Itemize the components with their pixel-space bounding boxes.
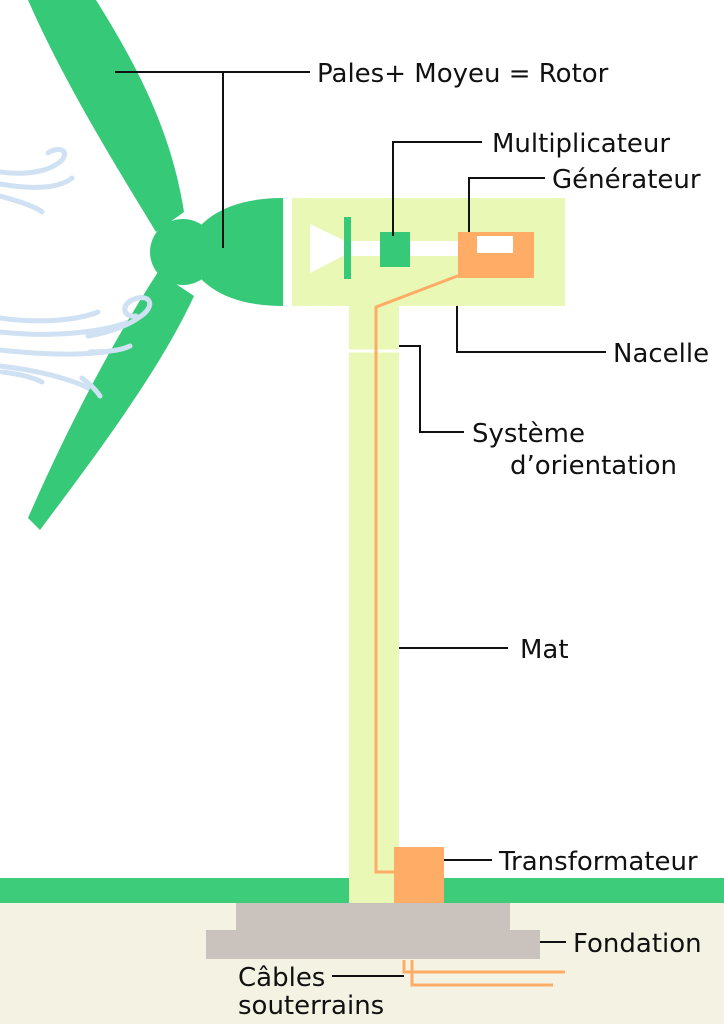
rotor-hub	[184, 198, 283, 306]
label-rotor: Pales+ Moyeu = Rotor	[317, 59, 609, 89]
foundation-lower	[206, 930, 540, 959]
transformer	[394, 847, 444, 903]
power-cable	[374, 273, 461, 874]
label-generator: Générateur	[552, 165, 701, 195]
underground-cable-1	[402, 960, 565, 974]
rotor-blade-upper	[28, 0, 184, 232]
label-nacelle: Nacelle	[613, 339, 709, 369]
mast	[349, 304, 399, 903]
gearbox	[380, 232, 410, 267]
label-yaw-system-line1: Système	[472, 419, 585, 449]
label-multiplier: Multiplicateur	[492, 129, 670, 159]
rotor-blade-lower	[28, 272, 194, 530]
underground-cable-2	[410, 960, 553, 987]
label-mast: Mat	[520, 635, 569, 665]
label-cables-line2: souterrains	[238, 991, 384, 1021]
label-cables-line1: Câbles	[238, 963, 325, 993]
label-yaw-system-line2: d’orientation	[510, 451, 677, 481]
foundation-upper	[236, 903, 510, 930]
label-transformer: Transformateur	[498, 847, 698, 877]
generator-inner	[477, 236, 513, 253]
leader-lines	[115, 71, 606, 977]
main-shaft-cone	[310, 224, 343, 273]
brake-disc	[344, 217, 351, 279]
wind-swirls-front	[79, 295, 153, 399]
label-foundation: Fondation	[573, 929, 702, 959]
